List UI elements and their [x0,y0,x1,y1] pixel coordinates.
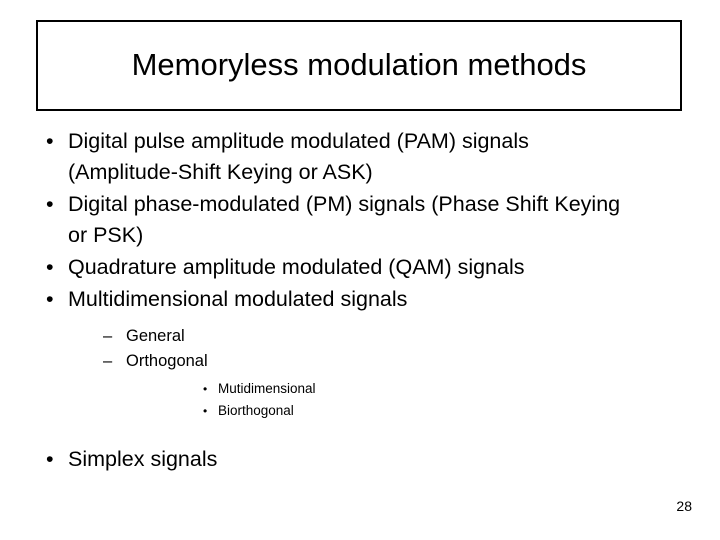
list-item: – General [68,324,640,349]
bullet-marker-icon: • [46,287,54,311]
list-item: • Mutidimensional [126,378,640,400]
bullet-marker-icon: • [203,382,208,396]
list-item: – Orthogonal • Mutidimensional • Biortho… [68,349,640,422]
dash-marker-icon: – [103,327,113,345]
list-item: • Digital pulse amplitude modulated (PAM… [40,126,640,188]
bullet-marker-icon: • [46,255,54,279]
list-item-label: Biorthogonal [218,403,294,418]
list-item-label: Digital phase-modulated (PM) signals (Ph… [68,192,621,247]
list-item-label: Mutidimensional [218,381,316,396]
page-title: Memoryless modulation methods [131,47,587,83]
list-item: • Digital phase-modulated (PM) signals (… [40,189,640,251]
list-item: • Biorthogonal [126,400,640,422]
bullet-marker-icon: • [46,129,54,153]
title-box: Memoryless modulation methods [36,20,682,111]
dash-marker-icon: – [103,352,113,370]
list-item-label: Simplex signals [68,447,218,471]
list-item-label: Digital pulse amplitude modulated (PAM) … [68,129,529,184]
bullet-list-level-2: – General – Orthogonal • Mutidimensional [68,324,640,422]
bullet-list-level-1: • Digital pulse amplitude modulated (PAM… [40,126,640,475]
bullet-marker-icon: • [46,192,54,216]
bullet-marker-icon: • [203,404,208,418]
list-item: • Quadrature amplitude modulated (QAM) s… [40,252,640,283]
bullet-marker-icon: • [46,447,54,471]
list-item-label: Multidimensional modulated signals [68,287,408,311]
page-number: 28 [676,498,692,514]
list-item: • Multidimensional modulated signals – G… [40,284,640,422]
list-item-label: General [126,327,185,345]
list-item-label: Quadrature amplitude modulated (QAM) sig… [68,255,525,279]
list-item-label: Orthogonal [126,352,208,370]
bullet-content: • Digital pulse amplitude modulated (PAM… [40,126,640,476]
bullet-list-level-3: • Mutidimensional • Biorthogonal [126,378,640,422]
list-item: • Simplex signals [40,444,640,475]
